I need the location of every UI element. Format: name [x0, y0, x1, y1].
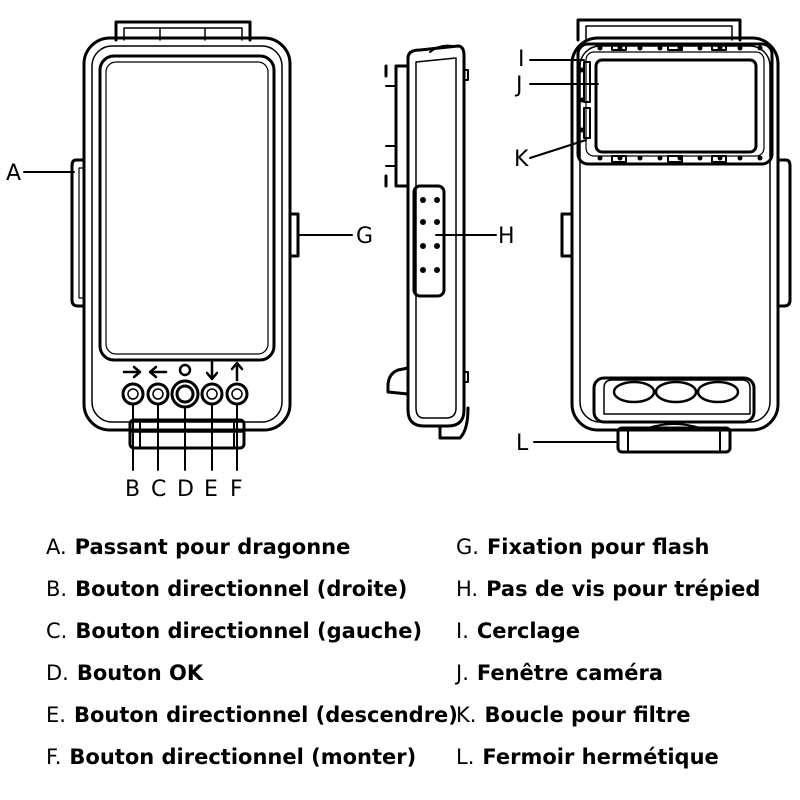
legend-text: Boucle pour filtre: [484, 703, 691, 727]
front-view: [70, 20, 300, 450]
legend-text: Passant pour dragonne: [74, 535, 351, 559]
legend-item-e: E. Bouton directionnel (descendre): [46, 702, 458, 728]
legend-text: Bouton OK: [76, 661, 204, 685]
case-diagram: A B C D E F G H I J K L: [6, 18, 792, 502]
legend-item-a: A. Passant pour dragonne: [46, 534, 350, 560]
legend-letter: E.: [46, 703, 66, 727]
callout-h: H: [498, 224, 515, 249]
legend-letter: I.: [456, 619, 469, 643]
side-view: [384, 44, 470, 440]
legend-item-b: B. Bouton directionnel (droite): [46, 576, 407, 602]
callout-b: B: [125, 477, 140, 502]
callout-i: I: [518, 47, 525, 72]
legend-letter: F.: [46, 745, 62, 769]
legend-item-c: C. Bouton directionnel (gauche): [46, 618, 422, 644]
legend-text: Bouton directionnel (descendre): [73, 703, 458, 727]
legend-item-h: H. Pas de vis pour trépied: [456, 576, 760, 602]
legend-text: Cerclage: [476, 619, 580, 643]
legend-text: Fermoir hermétique: [482, 745, 719, 769]
control-buttons: [121, 379, 249, 409]
legend-letter: K.: [456, 703, 477, 727]
legend-letter: A.: [46, 535, 67, 559]
callout-c: C: [151, 477, 166, 502]
legend-text: Pas de vis pour trépied: [486, 577, 761, 601]
legend-text: Fixation pour flash: [486, 535, 710, 559]
legend-item-i: I. Cerclage: [456, 618, 580, 644]
legend-letter: H.: [456, 577, 479, 601]
legend-text: Bouton directionnel (gauche): [75, 619, 423, 643]
leader-lines: [23, 59, 619, 471]
legend-item-g: G. Fixation pour flash: [456, 534, 709, 560]
arrow-left-icon: [148, 365, 168, 379]
callout-j: J: [514, 73, 523, 98]
legend-letter: L.: [456, 745, 475, 769]
legend-item-d: D. Bouton OK: [46, 660, 203, 686]
legend-text: Bouton directionnel (droite): [75, 577, 408, 601]
legend-item-l: L. Fermoir hermétique: [456, 744, 719, 770]
circle-icon: [178, 363, 192, 377]
legend-text: Fenêtre caméra: [476, 661, 664, 685]
arrow-down-icon: [205, 360, 219, 381]
legend-letter: G.: [456, 535, 479, 559]
callout-g: G: [356, 224, 373, 249]
legend-item-j: J. Fenêtre caméra: [456, 660, 663, 686]
back-view: [560, 18, 792, 454]
legend-letter: J.: [456, 661, 469, 685]
legend-letter: D.: [46, 661, 69, 685]
arrow-right-icon: [122, 365, 142, 379]
legend-item-k: K. Boucle pour filtre: [456, 702, 691, 728]
arrow-up-icon: [230, 361, 244, 382]
legend-letter: B.: [46, 577, 68, 601]
callout-l: L: [516, 431, 529, 456]
legend-item-f: F. Bouton directionnel (monter): [46, 744, 416, 770]
legend-text: Bouton directionnel (monter): [69, 745, 417, 769]
legend-letter: C.: [46, 619, 68, 643]
callout-k: K: [514, 147, 529, 172]
callout-a: A: [6, 161, 21, 186]
callout-f: F: [230, 477, 243, 502]
callout-d: D: [177, 477, 194, 502]
callout-e: E: [204, 477, 218, 502]
